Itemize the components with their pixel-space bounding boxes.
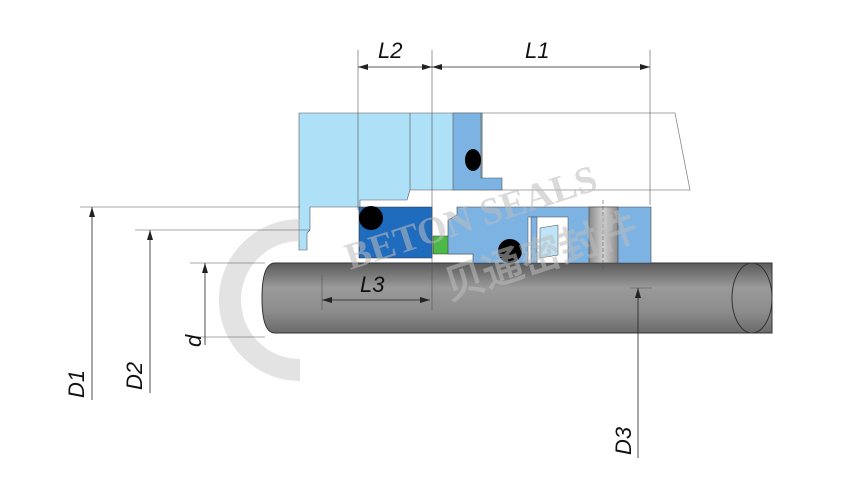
- shaft-end: [731, 262, 773, 334]
- o-ring-upper: [465, 149, 481, 171]
- label-d: d: [181, 334, 206, 347]
- label-L3: L3: [360, 272, 385, 297]
- set-screw: [588, 206, 619, 264]
- extension-lines: [80, 50, 652, 338]
- label-D3: D3: [611, 426, 636, 455]
- label-D1: D1: [64, 370, 89, 398]
- o-ring-rotating: [498, 239, 522, 263]
- o-ring-seat: [359, 206, 383, 230]
- shaft: [261, 262, 773, 334]
- label-L1: L1: [525, 38, 549, 63]
- spring: [539, 224, 559, 259]
- label-L2: L2: [378, 38, 402, 63]
- dimension-lines: [89, 64, 650, 458]
- label-D2: D2: [122, 362, 147, 390]
- spring-plate: [530, 216, 538, 264]
